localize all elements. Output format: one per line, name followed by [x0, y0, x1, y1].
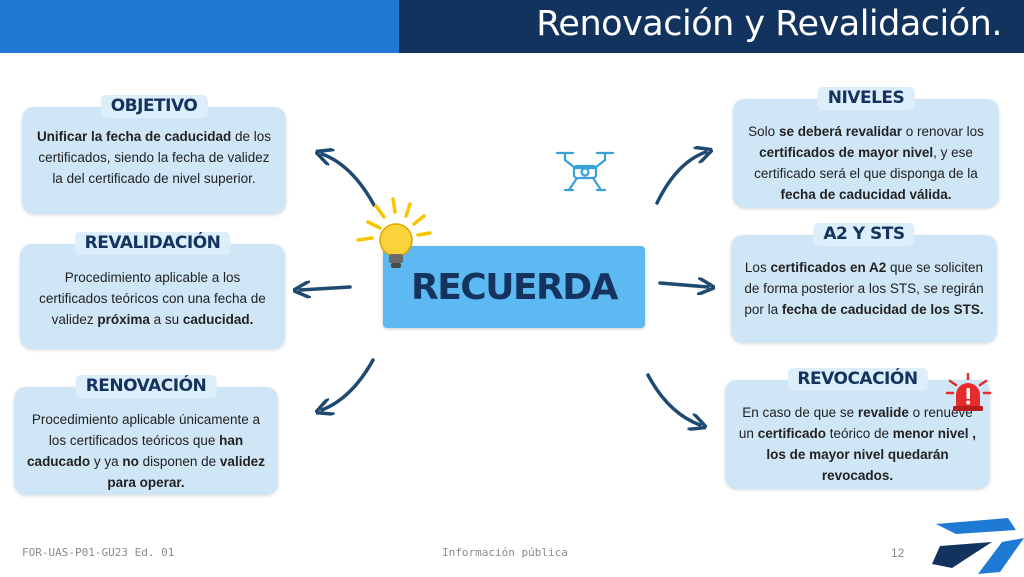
card-renovacion-title: RENOVACIÓN [75, 375, 217, 398]
arrow-to-revalidacion [300, 287, 352, 290]
text-segment: Procedimiento aplicable a los certificad… [39, 270, 266, 327]
text-segment: disponen de [138, 454, 220, 469]
card-objetivo: OBJETIVO Unificar la fecha de caducidad … [22, 95, 286, 214]
text-segment: Solo [748, 124, 779, 139]
text-segment: a su [149, 312, 183, 327]
text-segment: revalide [857, 405, 909, 420]
arrow-to-a2sts [658, 283, 708, 287]
card-revalidacion-title: REVALIDACIÓN [74, 232, 231, 255]
card-niveles-title: NIVELES [817, 87, 915, 110]
footer-page-number: 12 [891, 546, 905, 560]
text-segment: Procedimiento aplicable únicamente a los… [31, 412, 261, 448]
card-objetivo-title: OBJETIVO [100, 95, 208, 118]
text-segment: fecha de caducidad válida. [780, 187, 952, 202]
text-segment: o renovar los [902, 124, 984, 139]
header-band-right [399, 0, 1024, 53]
card-a2sts-title: A2 Y STS [813, 223, 915, 246]
text-segment: Los [744, 260, 771, 275]
text-segment: y ya [90, 454, 123, 469]
text-segment: caducidad. [182, 312, 254, 327]
text-segment: no [122, 454, 139, 469]
text-segment: Unificar la fecha de caducidad [36, 129, 232, 144]
text-segment: , y ese certificado será el que disponga… [754, 145, 978, 181]
card-a2sts: A2 Y STS Los certificados en A2 que se s… [731, 223, 997, 343]
arrow-to-objetivo [322, 154, 376, 207]
text-segment: En caso de que se [742, 405, 858, 420]
text-segment: han caducado [27, 433, 244, 469]
drone-icon [555, 151, 615, 192]
text-segment: próxima [97, 312, 150, 327]
text-segment: fecha de caducidad de los STS. [781, 302, 984, 317]
footer-classification: Información pública [442, 546, 568, 559]
text-segment: teórico de [825, 426, 893, 441]
arrow-to-revocacion [646, 373, 700, 425]
card-niveles-text: Solo se deberá revalidar o renovar los c… [733, 99, 999, 205]
card-revocacion: REVOCACIÓN En caso de que se revalide o … [725, 368, 990, 489]
text-segment: validez para operar. [107, 454, 265, 490]
arrow-to-niveles [655, 152, 706, 205]
alert-siren-icon [945, 373, 992, 411]
text-segment: que se soliciten de forma posterior a lo… [744, 260, 984, 317]
card-revalidacion: REVALIDACIÓN Procedimiento aplicable a l… [20, 232, 285, 349]
card-revalidacion-text: Procedimiento aplicable a los certificad… [20, 244, 285, 330]
center-recuerda-label: RECUERDA [410, 266, 619, 308]
header-band-left [0, 0, 399, 53]
text-segment: certificados de mayor nivel [759, 145, 934, 160]
text-segment: de los certificados, siendo la fecha de … [38, 129, 272, 186]
text-segment: menor nivel , los de mayor nivel quedará… [766, 426, 977, 483]
text-segment: certificado [757, 426, 826, 441]
card-revocacion-title: REVOCACIÓN [787, 368, 928, 391]
card-a2sts-text: Los certificados en A2 que se soliciten … [731, 235, 997, 320]
card-revocacion-text: En caso de que se revalide o renueve un … [725, 380, 990, 486]
text-segment: se deberá revalidar [778, 124, 903, 139]
card-objetivo-text: Unificar la fecha de caducidad de los ce… [22, 107, 286, 189]
card-renovacion-text: Procedimiento aplicable únicamente a los… [14, 387, 278, 493]
brand-logo-icon [932, 518, 1024, 574]
lightbulb-icon [356, 197, 432, 268]
center-recuerda-box: RECUERDA [383, 246, 645, 328]
page-title: Renovación y Revalidación. [536, 4, 1002, 44]
card-niveles: NIVELES Solo se deberá revalidar o renov… [733, 87, 999, 208]
card-renovacion: RENOVACIÓN Procedimiento aplicable única… [14, 375, 278, 495]
text-segment: certificados en A2 [770, 260, 887, 275]
footer-doc-code: FOR-UAS-P01-GU23 Ed. 01 [22, 546, 175, 559]
arrow-to-renovacion [322, 358, 375, 410]
